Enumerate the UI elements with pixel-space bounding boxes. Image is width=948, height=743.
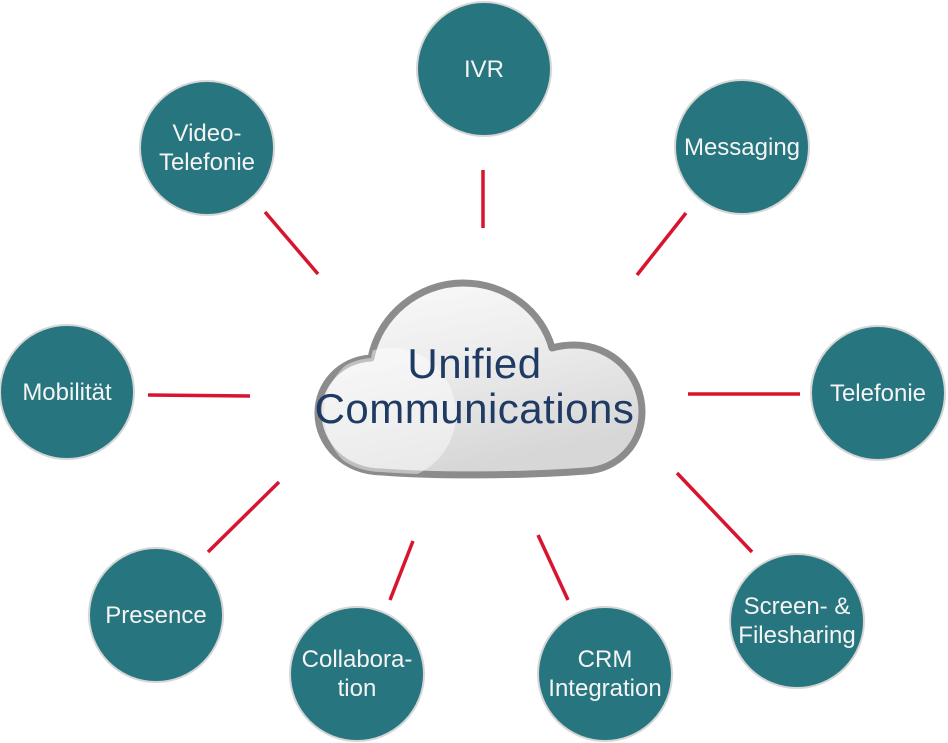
- node-label: IVR: [463, 55, 504, 83]
- connector-screen: [675, 471, 754, 554]
- node-label: Mobilität: [22, 378, 112, 406]
- connector-crm: [536, 534, 570, 601]
- cloud-shape: [314, 279, 646, 479]
- node-label: Video-: [172, 120, 242, 147]
- node-label: Integration: [548, 675, 662, 702]
- node-label: tion: [337, 675, 377, 702]
- node-label: Telefonie: [829, 379, 927, 407]
- node-telefonie: Telefonie: [810, 325, 946, 461]
- cloud-outline: [314, 279, 646, 479]
- node-video-telefonie: Video- Telefonie: [139, 80, 275, 216]
- node-collaboration: Collabora- tion: [289, 606, 425, 742]
- node-label: Filesharing: [738, 622, 856, 649]
- node-presence: Presence: [88, 547, 224, 683]
- node-messaging: Messaging: [674, 79, 810, 215]
- node-label: Collabora-: [301, 646, 413, 673]
- connector-mobilitaet: [147, 393, 251, 398]
- connector-collaboration: [388, 540, 415, 601]
- connector-presence: [206, 480, 281, 554]
- node-mobilitaet: Mobilität: [0, 324, 135, 460]
- cloud-title: Unified Communications: [314, 340, 635, 432]
- connector-video: [263, 210, 320, 276]
- node-screen-filesharing: Screen- & Filesharing: [729, 553, 865, 689]
- node-crm-integration: CRM Integration: [537, 606, 673, 742]
- node-label: Messaging: [683, 133, 801, 161]
- node-label: Screen- &: [743, 593, 851, 620]
- cloud-left-lobe-highlight: [324, 348, 456, 475]
- node-ivr: IVR: [416, 1, 552, 137]
- node-label: Telefonie: [158, 149, 256, 176]
- node-label: CRM: [577, 646, 633, 673]
- connector-messaging: [635, 211, 688, 277]
- node-label: Presence: [105, 601, 207, 629]
